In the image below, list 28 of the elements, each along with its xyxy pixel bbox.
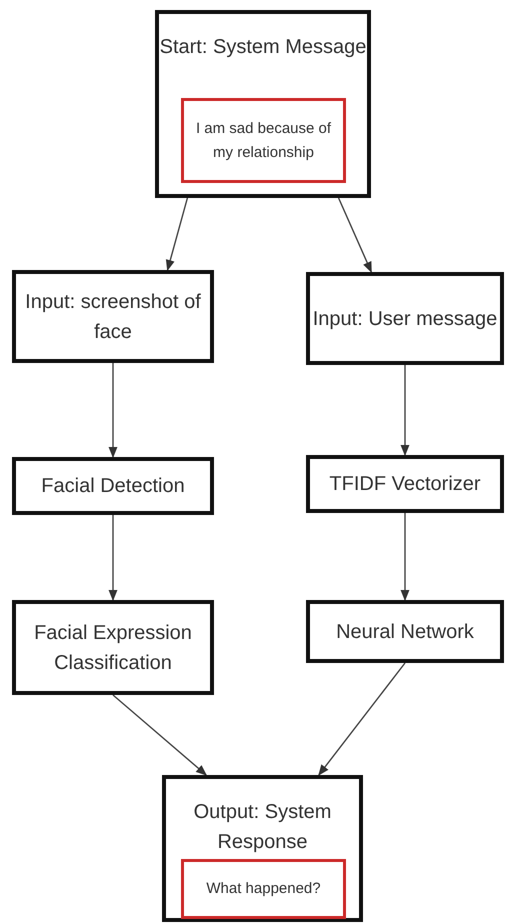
process-box	[306, 600, 504, 663]
arrow	[338, 198, 372, 274]
arrow	[108, 515, 118, 602]
node-text: What happened?	[206, 879, 321, 899]
process-box	[12, 270, 214, 363]
node-text: Output: System Response	[192, 800, 332, 855]
node-text: TFIDF Vectorizer	[329, 472, 481, 497]
node-text: Facial Detection	[41, 474, 185, 499]
node-text: Facial Expression Classification	[33, 620, 193, 676]
process-box	[12, 457, 214, 515]
arrow	[166, 198, 188, 272]
node-text: Start: System Message	[159, 35, 367, 60]
process-box	[306, 455, 504, 513]
arrow	[400, 365, 410, 456]
node-text: Neural Network	[336, 620, 474, 644]
process-box	[155, 10, 371, 198]
process-box	[306, 272, 504, 365]
process-box	[12, 600, 214, 695]
node-text: I am sad because of my relationship	[194, 118, 332, 162]
node-text: Input: screenshot of face	[24, 290, 202, 344]
arrow	[108, 363, 118, 458]
arrow	[318, 662, 406, 776]
message-box	[181, 98, 346, 183]
process-box	[162, 775, 363, 922]
arrow	[112, 694, 208, 776]
message-box	[181, 859, 346, 919]
arrow	[400, 513, 410, 602]
node-text: Input: User message	[312, 306, 498, 332]
